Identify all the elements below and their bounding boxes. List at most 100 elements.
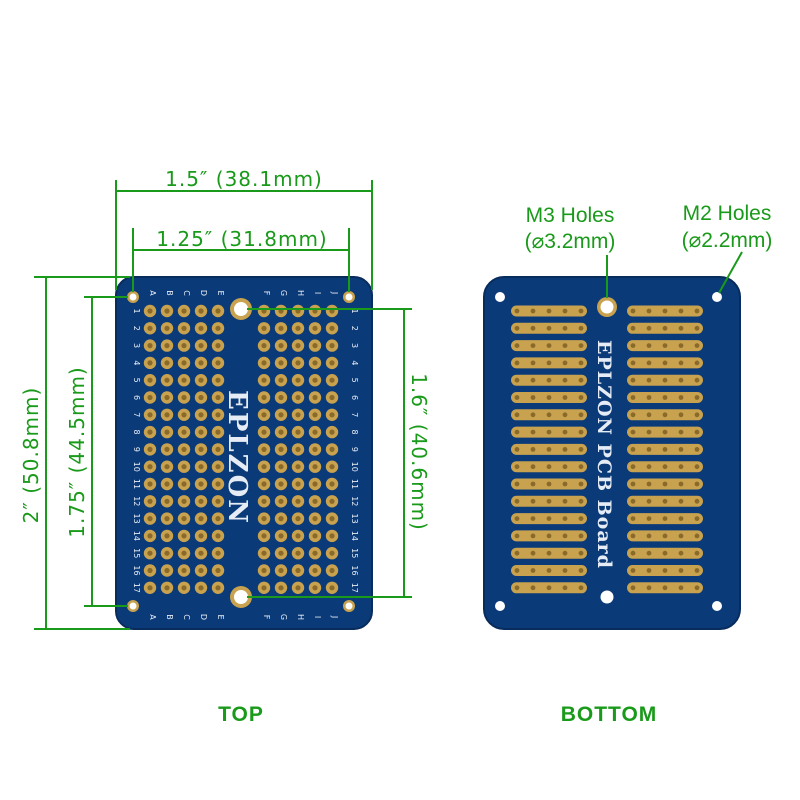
row-number: 2 bbox=[350, 326, 359, 331]
strip-hole bbox=[662, 412, 668, 418]
strip-hole bbox=[546, 550, 552, 556]
pad-hole bbox=[295, 585, 301, 591]
pad-hole bbox=[181, 585, 187, 591]
pad-hole bbox=[181, 446, 187, 452]
pad-hole bbox=[164, 343, 170, 349]
pad-hole bbox=[181, 464, 187, 470]
pad-hole bbox=[295, 325, 301, 331]
pad-hole bbox=[215, 308, 221, 314]
strip-hole bbox=[630, 498, 636, 504]
strip-hole bbox=[678, 325, 684, 331]
pad-hole bbox=[295, 343, 301, 349]
pad-hole bbox=[329, 377, 335, 383]
column-letter: H bbox=[296, 614, 305, 620]
strip-hole bbox=[530, 568, 536, 573]
pad-hole bbox=[278, 550, 284, 556]
pad-hole bbox=[215, 429, 221, 435]
strip-hole bbox=[546, 516, 552, 521]
strip-hole bbox=[694, 412, 700, 418]
strip-hole bbox=[578, 568, 584, 573]
m2-holes-label: M2 Holes bbox=[683, 202, 772, 225]
column-letter: C bbox=[182, 290, 191, 296]
pad-hole bbox=[329, 429, 335, 435]
pad-hole bbox=[147, 360, 153, 366]
strip-hole bbox=[514, 360, 520, 366]
strip-hole bbox=[694, 550, 700, 556]
bottom-m2-hole-tr bbox=[712, 292, 722, 302]
bottom-m2-hole-bl bbox=[495, 601, 505, 611]
pad-hole bbox=[295, 394, 301, 401]
pad-hole bbox=[164, 585, 170, 591]
pad-hole bbox=[147, 429, 153, 435]
pad-hole bbox=[147, 343, 153, 349]
pad-hole bbox=[329, 481, 335, 487]
pad-hole bbox=[312, 516, 318, 522]
row-number: 14 bbox=[132, 531, 141, 541]
strip-hole bbox=[514, 308, 520, 314]
pad-hole bbox=[147, 498, 153, 504]
pad-hole bbox=[215, 394, 221, 401]
row-number: 8 bbox=[350, 430, 359, 435]
pad-hole bbox=[312, 567, 318, 574]
strip-hole bbox=[530, 533, 536, 539]
strip-hole bbox=[578, 498, 584, 504]
strip-hole bbox=[630, 533, 636, 539]
pad-hole bbox=[278, 325, 284, 331]
pad-hole bbox=[278, 516, 284, 522]
pad-hole bbox=[312, 394, 318, 401]
strip-hole bbox=[514, 343, 520, 348]
dimension-height-holes-label: 1.75″ (44.5mm) bbox=[65, 366, 89, 537]
strip-hole bbox=[530, 377, 536, 383]
dimension-width-holes: 1.25″ (31.8mm) bbox=[132, 227, 350, 292]
pad-hole bbox=[198, 481, 204, 487]
pad-hole bbox=[261, 481, 267, 487]
pad-hole bbox=[215, 464, 221, 470]
strip-hole bbox=[530, 325, 536, 331]
strip-hole bbox=[662, 343, 668, 348]
strip-hole bbox=[630, 377, 636, 383]
pad-hole bbox=[164, 464, 170, 470]
strip-hole bbox=[678, 481, 684, 487]
pad-hole bbox=[295, 550, 301, 556]
pad-hole bbox=[147, 516, 153, 522]
top-caption: TOP bbox=[218, 703, 264, 726]
pad-hole bbox=[295, 429, 301, 435]
pad-hole bbox=[147, 585, 153, 591]
strip-hole bbox=[694, 325, 700, 331]
strip-hole bbox=[678, 377, 684, 383]
strip-hole bbox=[578, 325, 584, 331]
pad-hole bbox=[164, 429, 170, 435]
dimension-height-holes: 1.75″ (44.5mm) bbox=[65, 296, 128, 607]
row-number: 7 bbox=[132, 412, 141, 417]
strip-hole bbox=[678, 568, 684, 573]
pad-hole bbox=[261, 446, 267, 452]
pad-hole bbox=[261, 412, 267, 418]
pad-hole bbox=[181, 343, 187, 349]
pad-hole bbox=[261, 394, 267, 401]
pad-hole bbox=[215, 360, 221, 366]
strip-hole bbox=[694, 568, 700, 573]
pad-hole bbox=[261, 585, 267, 591]
pad-hole bbox=[198, 343, 204, 349]
dimension-width-outer-label: 1.5″ (38.1mm) bbox=[165, 167, 323, 191]
pad-hole bbox=[147, 481, 153, 487]
pad-hole bbox=[198, 464, 204, 470]
pad-hole bbox=[164, 481, 170, 487]
row-number: 3 bbox=[350, 343, 359, 348]
strip-hole bbox=[678, 429, 684, 435]
pad-hole bbox=[181, 567, 187, 574]
strip-hole bbox=[646, 550, 652, 556]
strip-hole bbox=[562, 516, 568, 521]
strip-hole bbox=[530, 516, 536, 521]
strip-hole bbox=[694, 395, 700, 400]
pad-hole bbox=[147, 308, 153, 314]
strip-hole bbox=[662, 481, 668, 487]
pad-hole bbox=[198, 516, 204, 522]
strip-hole bbox=[562, 481, 568, 487]
strip-hole bbox=[530, 360, 536, 366]
row-number: 6 bbox=[132, 395, 141, 400]
strip-hole bbox=[546, 464, 552, 470]
strip-hole bbox=[530, 464, 536, 470]
pad-hole bbox=[295, 498, 301, 504]
row-number: 3 bbox=[132, 343, 141, 348]
